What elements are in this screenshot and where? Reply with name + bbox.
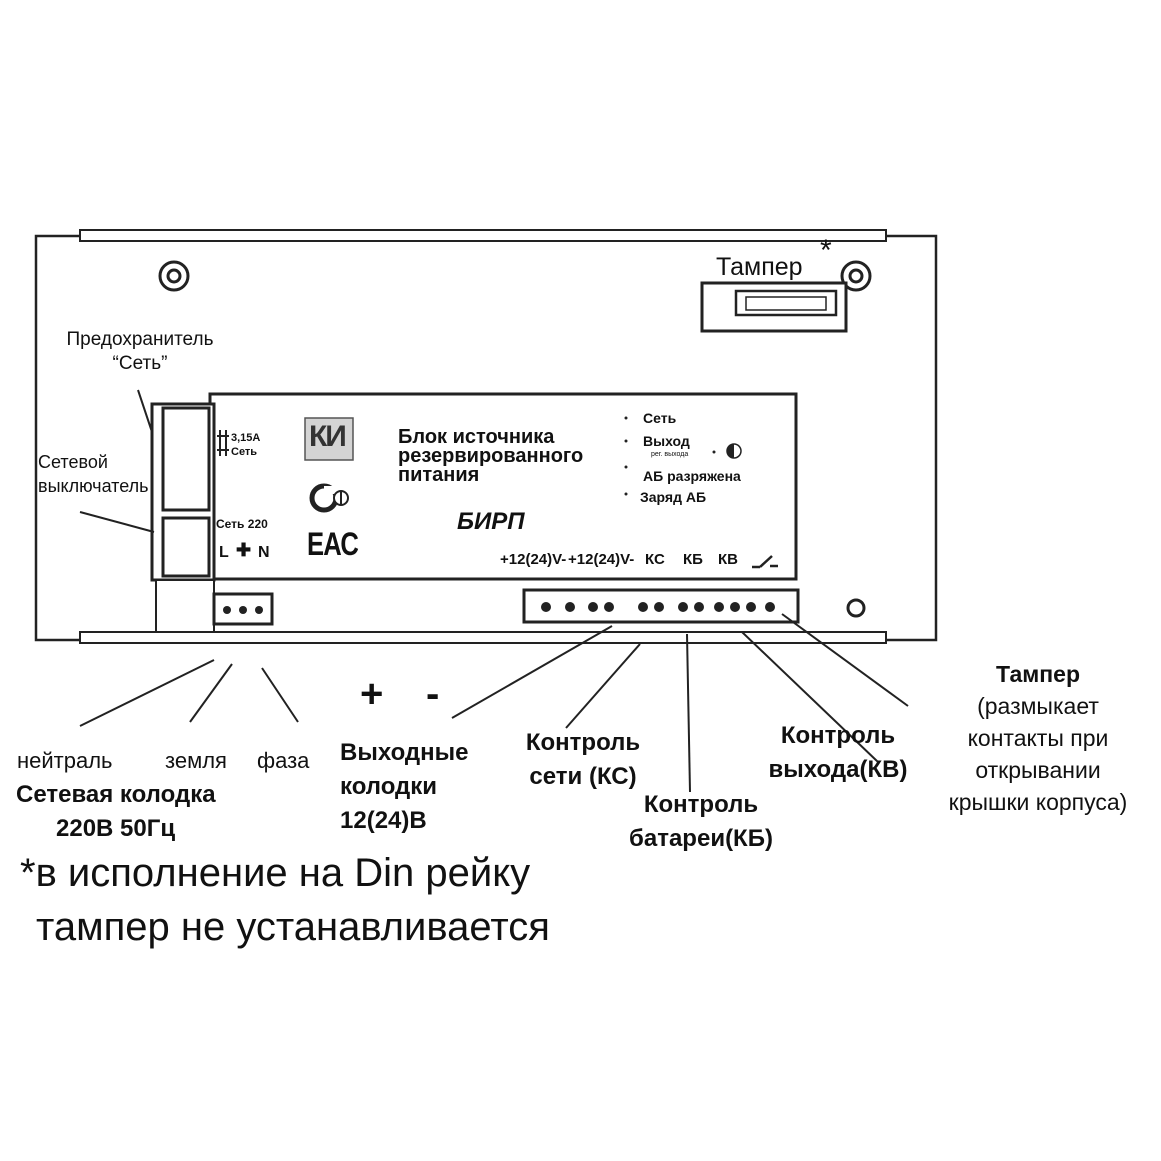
indicator-output-adjust: рег. выхода bbox=[651, 451, 689, 458]
indicator-dots bbox=[624, 416, 716, 496]
fuse-name: Сеть bbox=[231, 446, 258, 458]
output-control-line1: Контроль bbox=[780, 722, 896, 749]
tamper-asterisk: * bbox=[820, 234, 832, 267]
tamper-callout: Тампер (размыкает контакты при открывани… bbox=[918, 658, 1158, 818]
battery-control-line1: Контроль bbox=[643, 791, 759, 818]
indicator-output: Выход bbox=[643, 433, 690, 449]
footnote: *в исполнение на Din рейку тампер не уст… bbox=[20, 846, 550, 954]
terminal-label-out1: +12(24)V- bbox=[500, 551, 567, 568]
kv-leader bbox=[741, 631, 879, 763]
certification-mark bbox=[309, 483, 349, 513]
battery-control-label: Контроль батареи(КБ) bbox=[606, 788, 796, 856]
output-blocks-line3: 12(24)В bbox=[340, 807, 427, 834]
manufacturer-logo bbox=[304, 417, 354, 461]
tamper-callout-title: Тампер bbox=[995, 661, 1080, 687]
indicator-charging: Заряд АБ bbox=[640, 489, 707, 505]
fuse-rating: 3,15А bbox=[231, 432, 261, 444]
switch-callout: Сетевой выключатель bbox=[38, 450, 149, 498]
screw-top-left bbox=[158, 260, 190, 292]
fuse-callout-line1: Предохранитель bbox=[66, 329, 214, 350]
ground-leader bbox=[189, 663, 233, 723]
mains-pin-l: L bbox=[219, 544, 229, 561]
fuse-leader bbox=[137, 389, 153, 433]
tamper-top-label: Тампер bbox=[716, 253, 803, 281]
mains-label: Сеть 220 bbox=[216, 517, 268, 531]
indicator-battery-low: АБ разряжена bbox=[643, 468, 741, 484]
model-name: БИРП bbox=[457, 508, 525, 535]
screw-top-right bbox=[840, 260, 872, 292]
top-rail bbox=[79, 229, 887, 242]
output-terminal-strip bbox=[522, 588, 800, 624]
device-title-line1: Блок источника bbox=[398, 426, 555, 448]
mains-block-label: Сетевая колодка 220В 50Гц bbox=[16, 778, 216, 846]
fuse-callout: Предохранитель “Сеть” bbox=[50, 328, 230, 376]
tamper-callout-line4: крышки корпуса) bbox=[948, 789, 1128, 815]
left-bracket bbox=[155, 579, 215, 633]
ks-leader bbox=[565, 643, 641, 729]
switch-callout-line2: выключатель bbox=[38, 476, 149, 496]
neutral-leader bbox=[79, 659, 215, 727]
mains-switch bbox=[161, 516, 211, 578]
fuse-callout-line2: “Сеть” bbox=[112, 353, 168, 374]
network-control-line1: Контроль bbox=[525, 729, 641, 756]
label-ground: земля bbox=[165, 748, 227, 773]
adjust-knob bbox=[726, 443, 742, 459]
terminal-label-kb: КБ bbox=[683, 551, 703, 568]
mains-pin-n: N bbox=[258, 544, 270, 561]
network-control-label: Контроль сети (КС) bbox=[508, 726, 658, 794]
bottom-rail bbox=[79, 631, 887, 644]
switch-callout-line1: Сетевой bbox=[38, 452, 108, 472]
mains-block-line2: 220В 50Гц bbox=[56, 815, 176, 842]
label-phase: фаза bbox=[257, 748, 310, 773]
terminal-label-kv: КВ bbox=[718, 551, 738, 568]
terminal-label-out2: +12(24)V- bbox=[568, 551, 635, 568]
tamper-callout-line1: (размыкает bbox=[977, 693, 1099, 719]
tamper-callout-line3: открывании bbox=[975, 757, 1101, 783]
output-blocks-line1: Выходные bbox=[340, 739, 469, 766]
mains-terminal-block bbox=[212, 592, 274, 626]
battery-control-line2: батареи(КБ) bbox=[629, 825, 773, 852]
indicator-network: Сеть bbox=[643, 410, 677, 426]
tamper-callout-line2: контакты при bbox=[967, 725, 1109, 751]
phase-leader bbox=[261, 667, 299, 723]
mains-block-line1: Сетевая колодка bbox=[16, 781, 216, 808]
plus-sign: + bbox=[360, 672, 384, 716]
tamper-leader bbox=[781, 613, 909, 707]
minus-sign: - bbox=[426, 672, 440, 716]
fuse-symbol bbox=[217, 430, 229, 456]
terminal-label-ks: КС bbox=[645, 551, 665, 568]
output-control-line2: выхода(КВ) bbox=[768, 756, 908, 783]
tamper-contact-symbol bbox=[752, 555, 778, 569]
output-leader bbox=[451, 625, 613, 719]
device-title-line3: питания bbox=[398, 464, 480, 486]
network-control-line2: сети (КС) bbox=[529, 763, 637, 790]
logo-text: КИ bbox=[309, 420, 347, 453]
footnote-line1: *в исполнение на Din рейку bbox=[20, 851, 531, 895]
eac-mark: ЕАС bbox=[307, 526, 359, 562]
tamper-switch bbox=[700, 281, 848, 333]
screw-bottom-right bbox=[846, 598, 866, 618]
ground-symbol-icon: ✚ bbox=[236, 540, 252, 560]
output-control-label: Контроль выхода(КВ) bbox=[748, 719, 928, 787]
device-title: Блок источника резервированного питания bbox=[398, 426, 584, 486]
switch-leader bbox=[79, 511, 155, 533]
label-neutral: нейтраль bbox=[17, 748, 113, 773]
output-blocks-line2: колодки bbox=[340, 773, 438, 800]
kb-leader bbox=[686, 633, 691, 793]
device-title-line2: резервированного bbox=[398, 445, 584, 467]
fuse-holder bbox=[161, 406, 211, 512]
output-blocks-label: Выходные колодки 12(24)В bbox=[340, 736, 469, 838]
footnote-line2: тампер не устанавливается bbox=[36, 905, 550, 949]
